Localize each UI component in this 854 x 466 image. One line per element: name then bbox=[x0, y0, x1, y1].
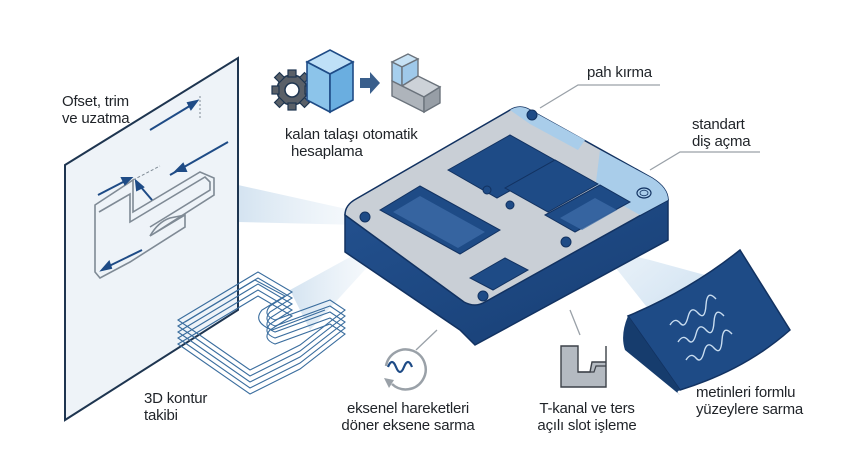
label-contour3d-line2: takibi bbox=[144, 407, 178, 424]
label-contour3d-line1: 3D kontur bbox=[144, 390, 208, 407]
label-wrap-axis-line2: döner eksene sarma bbox=[341, 417, 475, 434]
label-wrap-axis-line1: eksenel hareketleri bbox=[346, 400, 470, 417]
label-tslot: T-kanal ve ters açılı slot işleme bbox=[522, 400, 652, 434]
rotary-wave-icon bbox=[384, 348, 427, 391]
label-stock-line2: hesaplama bbox=[291, 143, 363, 160]
beam-offset bbox=[238, 185, 360, 225]
label-offset-line2: ve uzatma bbox=[62, 110, 130, 127]
label-contour3d: 3D kontur takibi bbox=[144, 390, 207, 424]
offset-sketch-icon bbox=[64, 56, 239, 422]
label-tslot-line1: T-kanal ve ters bbox=[539, 400, 635, 417]
label-tslot-line2: açılı slot işleme bbox=[537, 417, 637, 434]
machined-part-icon bbox=[390, 53, 442, 114]
label-offset: Ofset, trim ve uzatma bbox=[62, 93, 130, 127]
label-offset-line1: Ofset, trim bbox=[62, 93, 129, 110]
curved-text-surface-icon bbox=[623, 248, 791, 395]
contour-paths-icon bbox=[176, 271, 346, 395]
label-stock-line1: kalan talaşı otomatik bbox=[285, 126, 418, 143]
label-stock: kalan talaşı otomatik hesaplama bbox=[285, 126, 418, 160]
gear-icon bbox=[271, 69, 313, 111]
machined-block-icon bbox=[344, 106, 669, 346]
label-text-wrap: metinleri formlu yüzeylere sarma bbox=[696, 384, 803, 418]
label-text-wrap-line2: yüzeylere sarma bbox=[696, 401, 804, 418]
thread-hole bbox=[636, 187, 652, 199]
label-chamfer-line1: pah kırma bbox=[587, 64, 652, 81]
t-slot-icon bbox=[560, 345, 607, 388]
arrow-right-icon bbox=[360, 72, 380, 94]
label-wrap-axis: eksenel hareketleri döner eksene sarma bbox=[333, 400, 483, 434]
beam-contour bbox=[290, 245, 372, 330]
leader-lines bbox=[415, 84, 760, 351]
label-thread-line1: standart bbox=[692, 116, 745, 133]
label-thread: standart diş açma bbox=[692, 116, 751, 150]
label-text-wrap-line1: metinleri formlu bbox=[696, 384, 796, 401]
label-thread-line2: diş açma bbox=[692, 133, 751, 150]
label-chamfer: pah kırma bbox=[587, 64, 652, 81]
stock-cube-icon bbox=[305, 49, 355, 114]
